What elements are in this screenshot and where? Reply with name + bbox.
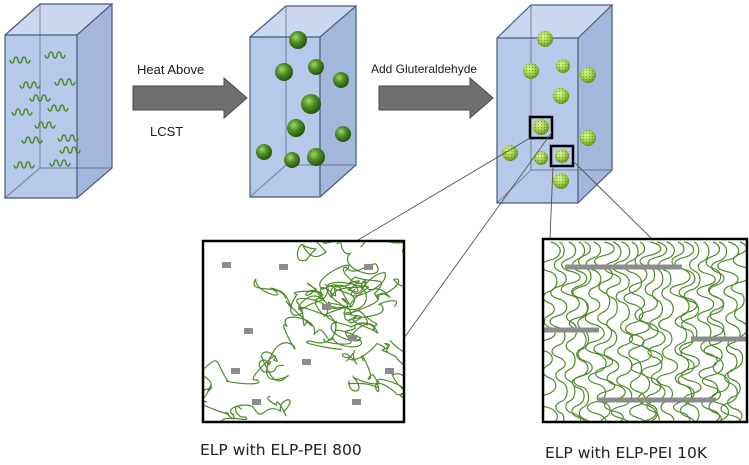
elp-chain [219, 405, 248, 422]
elp-chain [623, 241, 646, 422]
pei-crosslink [322, 304, 331, 310]
elp-chain [290, 282, 362, 351]
pei-crosslink [565, 264, 682, 270]
elp-chain [638, 241, 664, 422]
elp-particle [284, 152, 300, 168]
elp-chain [54, 78, 76, 86]
pei-crosslink [364, 264, 373, 270]
elp-particle [335, 126, 351, 142]
elp-chain [11, 108, 33, 116]
pei-crosslink [352, 399, 361, 405]
pei-crosslink [348, 335, 357, 341]
crosslinked-particles [502, 31, 596, 189]
elp-particle [307, 148, 325, 166]
elp-chain [336, 241, 391, 308]
elp-particle [308, 59, 324, 75]
elp-chain [19, 81, 41, 89]
elp-chain [44, 51, 66, 59]
elp-chain [669, 241, 695, 422]
elp-chain [677, 241, 701, 422]
elp-particle [275, 63, 293, 81]
elp-chain [568, 241, 589, 422]
elp-chain [297, 264, 356, 318]
elp-particle [256, 144, 272, 160]
caption-elp-pei-800: ELP with ELP-PEI 800 [200, 441, 362, 459]
elp-chain [324, 272, 386, 310]
elp-chain [267, 278, 404, 366]
elp-chain [572, 241, 593, 422]
elp-particles [256, 31, 351, 168]
pei-10k-crosslinks [543, 264, 747, 403]
caption-elp-pei-10k: ELP with ELP-PEI 10K [545, 444, 708, 462]
elp-chain [543, 241, 561, 422]
elp-chain [296, 241, 334, 262]
add-glutaraldehyde-label: Add Gluteraldehyde [371, 62, 477, 76]
elp-chain [560, 241, 582, 422]
elp-chain [9, 56, 31, 64]
heat-above-label: Heat Above [137, 62, 204, 77]
pei-crosslink [252, 399, 261, 405]
pei-crosslink [279, 264, 288, 270]
elp-chain [49, 159, 71, 167]
pei-crosslink [691, 336, 747, 342]
lcst-label: LCST [150, 124, 183, 139]
zoom-box-left [528, 115, 554, 140]
pei-crosslink [302, 359, 311, 365]
zoom-box-right [549, 144, 575, 168]
cuvette-2-elp-particles [249, 5, 358, 198]
elp-chain [341, 340, 404, 366]
pei-crosslink [385, 368, 394, 374]
elp-chain [203, 384, 291, 420]
elp-chain [646, 241, 668, 422]
elp-chain [34, 121, 56, 129]
elp-chain [47, 104, 69, 112]
cuvette-3-crosslinked-particles [496, 4, 614, 204]
elp-chain [656, 241, 679, 422]
elp-chain [323, 300, 398, 345]
elp-particle [287, 119, 305, 137]
elp-particle [333, 72, 349, 88]
elp-chain [549, 241, 568, 422]
pei-crosslink [598, 397, 716, 403]
inset-elp-pei-10k [541, 237, 749, 424]
right-arrow-icon [378, 76, 494, 120]
elp-chain [203, 351, 289, 389]
pei-crosslink [244, 328, 253, 334]
elp-chain [21, 136, 43, 144]
dissolved-elp-chains [9, 51, 81, 169]
zoom-lines [357, 131, 652, 339]
elp-chain [59, 146, 81, 154]
pei-800-crosslinks [222, 262, 394, 405]
pei-crosslink [543, 327, 599, 333]
elp-chain [603, 241, 626, 422]
elp-particle [289, 31, 307, 49]
elp-chain [584, 241, 607, 422]
pei-crosslink [231, 368, 240, 374]
elp-chain [717, 241, 741, 422]
cuvette-1-soluble-elp [4, 3, 114, 199]
elp-chain [610, 241, 634, 422]
right-arrow-icon [132, 76, 248, 120]
elp-particle [301, 94, 321, 114]
elp-chain [57, 134, 79, 142]
elp-chain [13, 161, 35, 169]
pei-crosslink [222, 262, 231, 268]
elp-chain [29, 94, 51, 102]
inset-elp-pei-800 [201, 239, 406, 424]
